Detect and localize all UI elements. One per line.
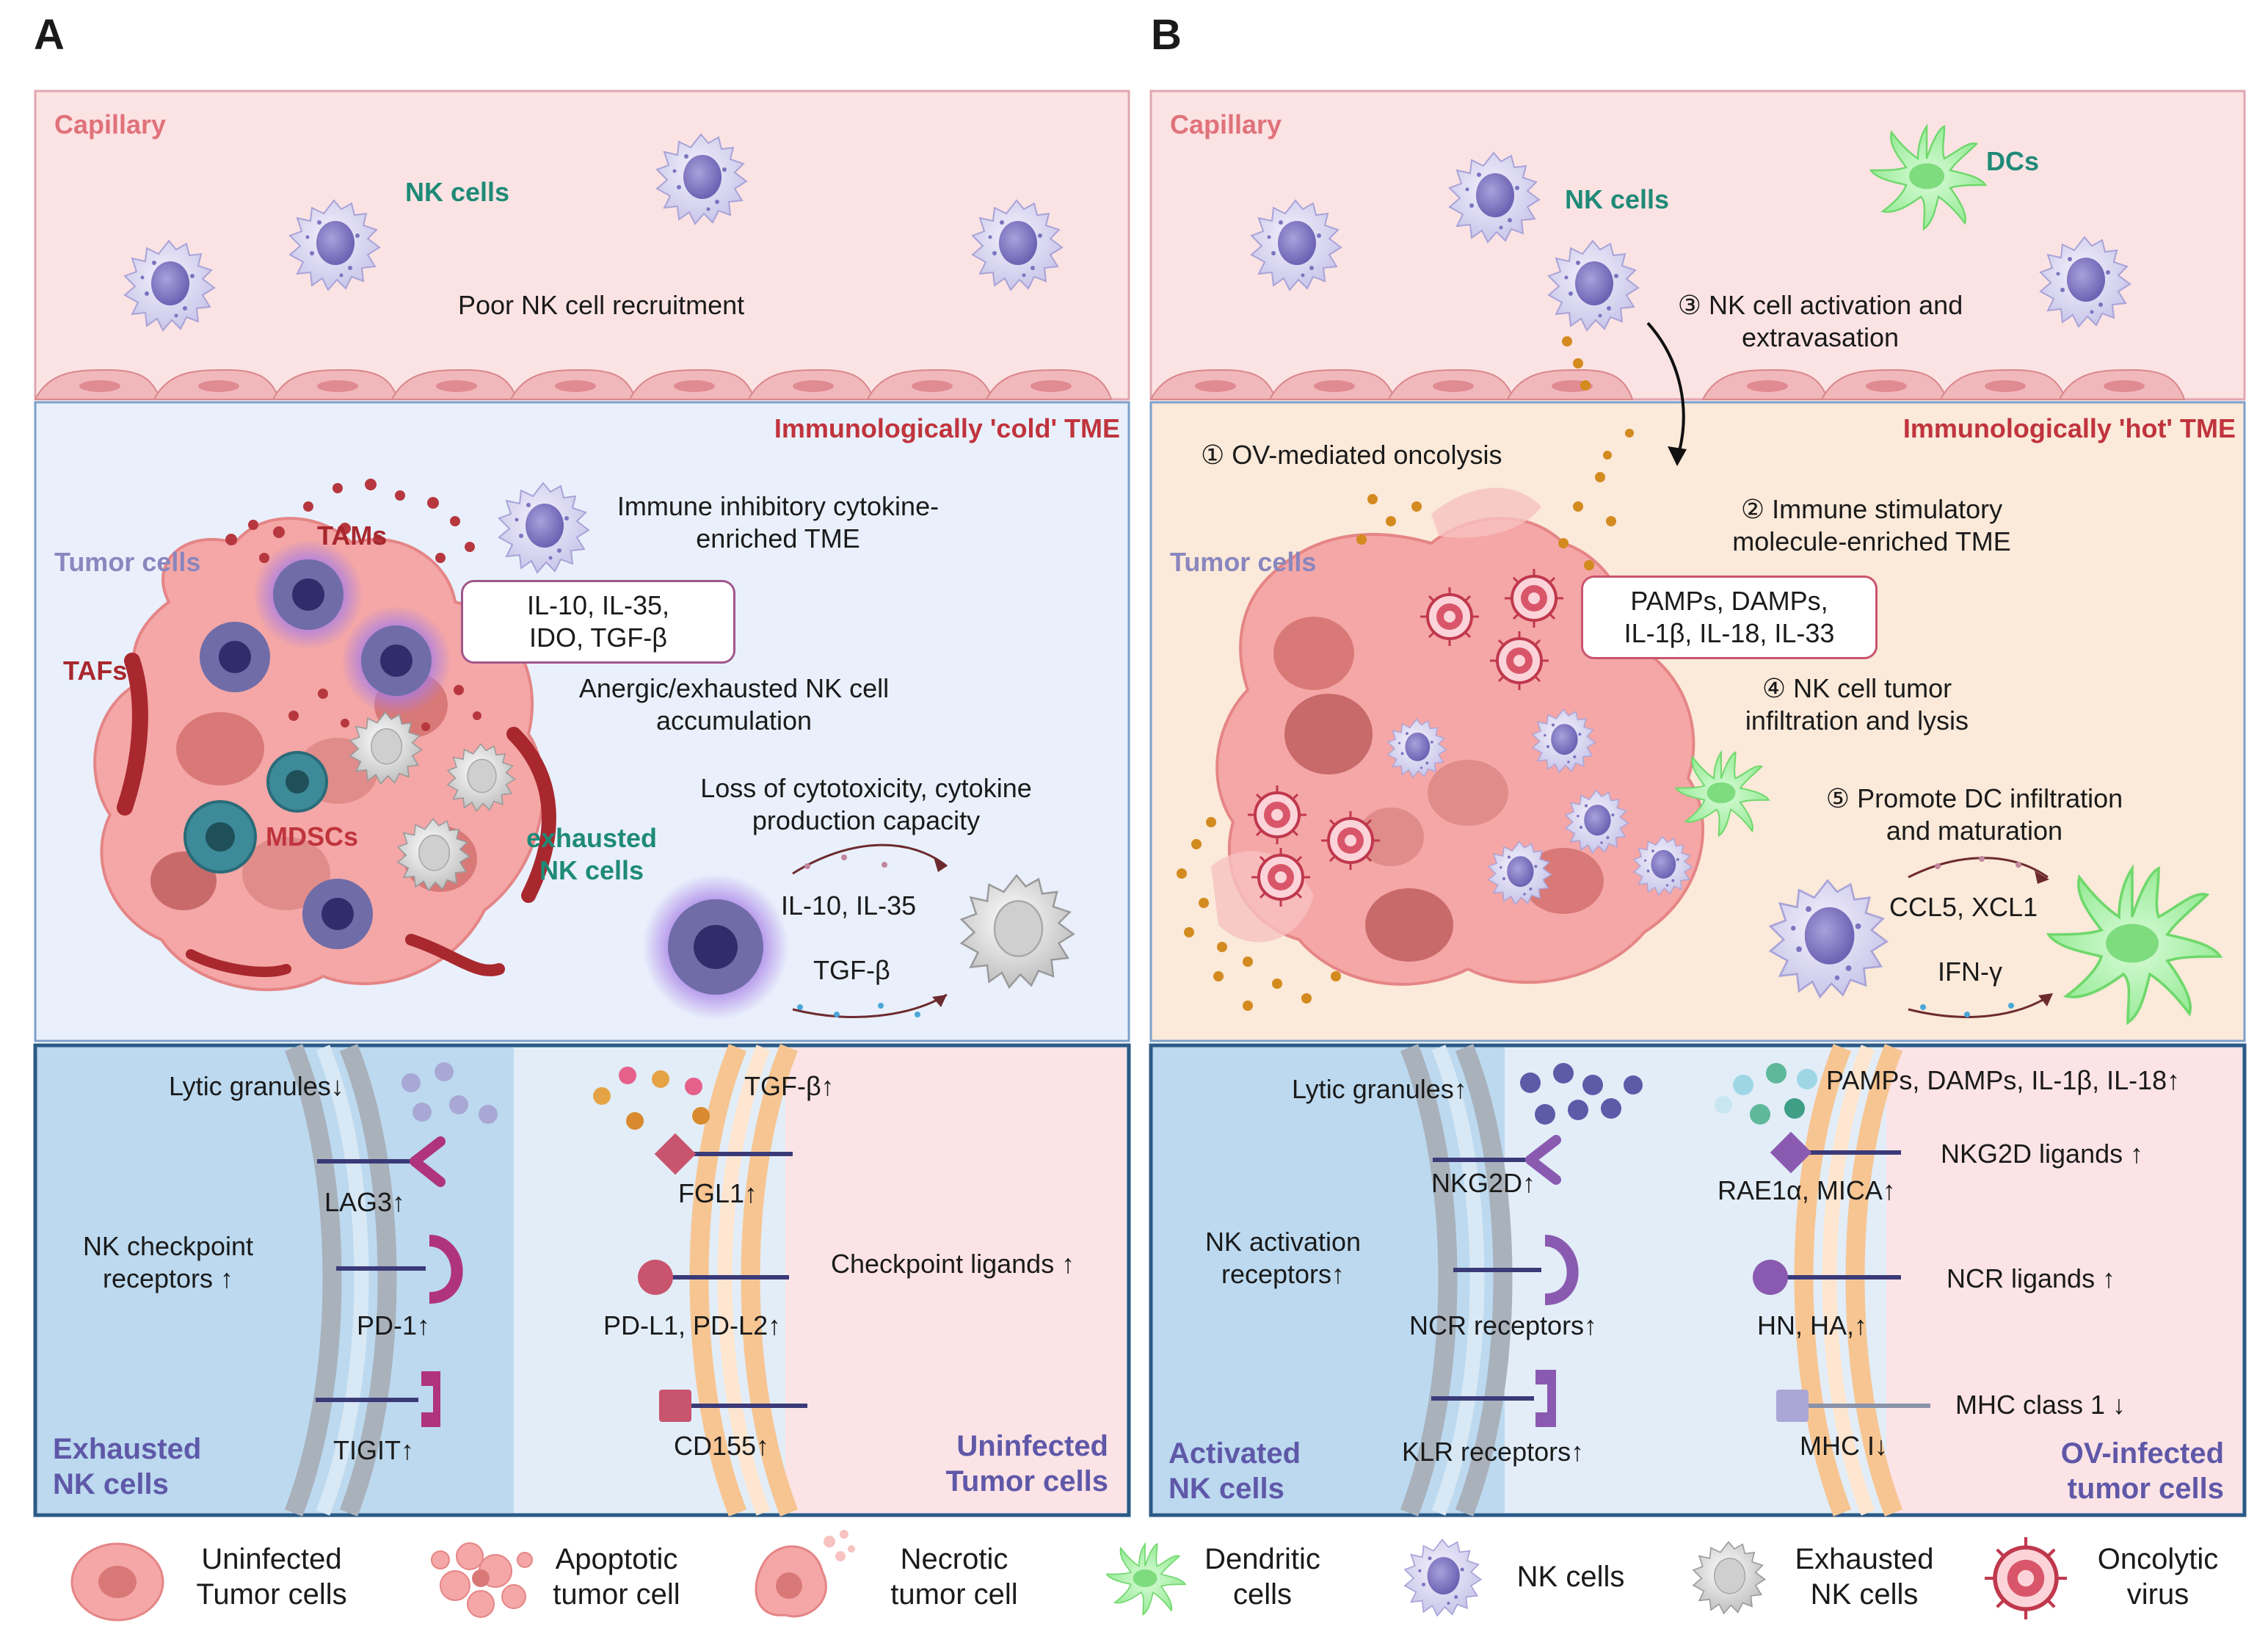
step3-text: ③ NK cell activation and extravasation (1677, 290, 1963, 352)
fgl1-label: FGL1↑ (678, 1178, 758, 1208)
cytokine-box-a: IL-10, IL-35, IDO, TGF-β (461, 580, 735, 664)
legend-nk-cells: NK cells (1516, 1561, 1625, 1593)
legend-icons (70, 1530, 2067, 1620)
tgfb-label-a: TGF-β (813, 955, 890, 985)
checkpoint-receptors-label: NK checkpoint receptors ↑ (82, 1231, 254, 1293)
endothelium-a (34, 369, 1112, 400)
mdscs-label: MDSCs (266, 821, 359, 852)
ncr-ligands-label: NCR ligands ↑ (1947, 1263, 2116, 1293)
hn-ha-label: HN, HA,↑ (1757, 1310, 1868, 1340)
nkg2d-label: NKG2D↑ (1431, 1168, 1536, 1198)
mhc-i-label: MHC I↓ (1800, 1431, 1888, 1461)
panel-b-letter: B (1151, 11, 1182, 59)
capillary-label-b: Capillary (1170, 109, 1282, 139)
lytic-granules-b: Lytic granules↑ (1292, 1074, 1467, 1104)
pamps-box-b: PAMPs, DAMPs, IL-1β, IL-18, IL-33 (1581, 576, 1878, 659)
panel-a-letter: A (34, 11, 65, 59)
tgfb-up-label: TGF-β↑ (744, 1071, 835, 1101)
nk-cells-label-a: NK cells (405, 177, 510, 207)
ccl5-xcl1-label: CCL5, XCL1 (1889, 892, 2038, 922)
tumor-cells-label-a: Tumor cells (54, 547, 201, 577)
loss-cytotoxicity-text: Loss of cytotoxicity, cytokine productio… (700, 773, 1032, 835)
step4-text: ④ NK cell tumor infiltration and lysis (1745, 673, 1969, 736)
anergic-accumulation-text: Anergic/exhausted NK cell accumulation (578, 673, 890, 736)
pdl-label: PD-L1, PD-L2↑ (603, 1310, 782, 1340)
nkg2d-ligands-label: NKG2D ligands ↑ (1941, 1139, 2144, 1169)
ncr-receptors-label: NCR receptors↑ (1409, 1310, 1598, 1340)
inhibitory-cytokine-text: Immune inhibitory cytokine- enriched TME (617, 491, 939, 553)
step2-text: ② Immune stimulatory molecule-enriched T… (1732, 494, 2011, 556)
cd155-label: CD155↑ (674, 1431, 770, 1461)
checkpoint-ligands-label: Checkpoint ligands ↑ (831, 1249, 1075, 1279)
nk-cells-label-b: NK cells (1565, 184, 1670, 214)
tumor-cells-label-b: Tumor cells (1170, 547, 1317, 577)
il10-il35-label: IL-10, IL-35 (781, 890, 917, 921)
pamps-damps-label: PAMPs, DAMPs, IL-1β, IL-18↑ (1826, 1065, 2181, 1095)
poor-recruitment-text: Poor NK cell recruitment (458, 290, 745, 320)
exhausted-nk-label: exhausted NK cells (526, 823, 658, 885)
ov-infected-tumor-cells-label: OV-infected tumor cells (2060, 1437, 2224, 1505)
tigit-label: TIGIT↑ (333, 1435, 414, 1465)
cold-tme-title: Immunologically 'cold' TME (774, 413, 1120, 443)
tafs-label: TAFs (63, 656, 128, 686)
activated-nk-cells-label: Activated NK cells (1168, 1437, 1301, 1505)
lytic-granules-a: Lytic granules↓ (169, 1071, 344, 1101)
dcs-label: DCs (1986, 146, 2040, 176)
pd1-label: PD-1↑ (357, 1310, 431, 1340)
ifng-label: IFN-γ (1938, 957, 2002, 987)
tams-label: TAMs (317, 520, 388, 551)
uninfected-tumor-cells-label: Uninfected Tumor cells (945, 1430, 1108, 1498)
exhausted-nk-cells-label: Exhausted NK cells (53, 1433, 202, 1500)
klr-receptors-label: KLR receptors↑ (1402, 1437, 1585, 1467)
step5-text: ⑤ Promote DC infiltration and maturation (1825, 783, 2123, 846)
capillary-label-a: Capillary (54, 109, 167, 139)
step1-text: ① OV-mediated oncolysis (1201, 440, 1502, 470)
activation-receptors-label: NK activation receptors↑ (1204, 1227, 1362, 1289)
mhc-class-label: MHC class 1 ↓ (1955, 1390, 2126, 1420)
lag3-label: LAG3↑ (324, 1187, 406, 1217)
rae-mica-label: RAE1α, MICA↑ (1718, 1175, 1896, 1205)
hot-tme-title: Immunologically 'hot' TME (1902, 413, 2236, 443)
tumor-mass-a (93, 479, 556, 992)
